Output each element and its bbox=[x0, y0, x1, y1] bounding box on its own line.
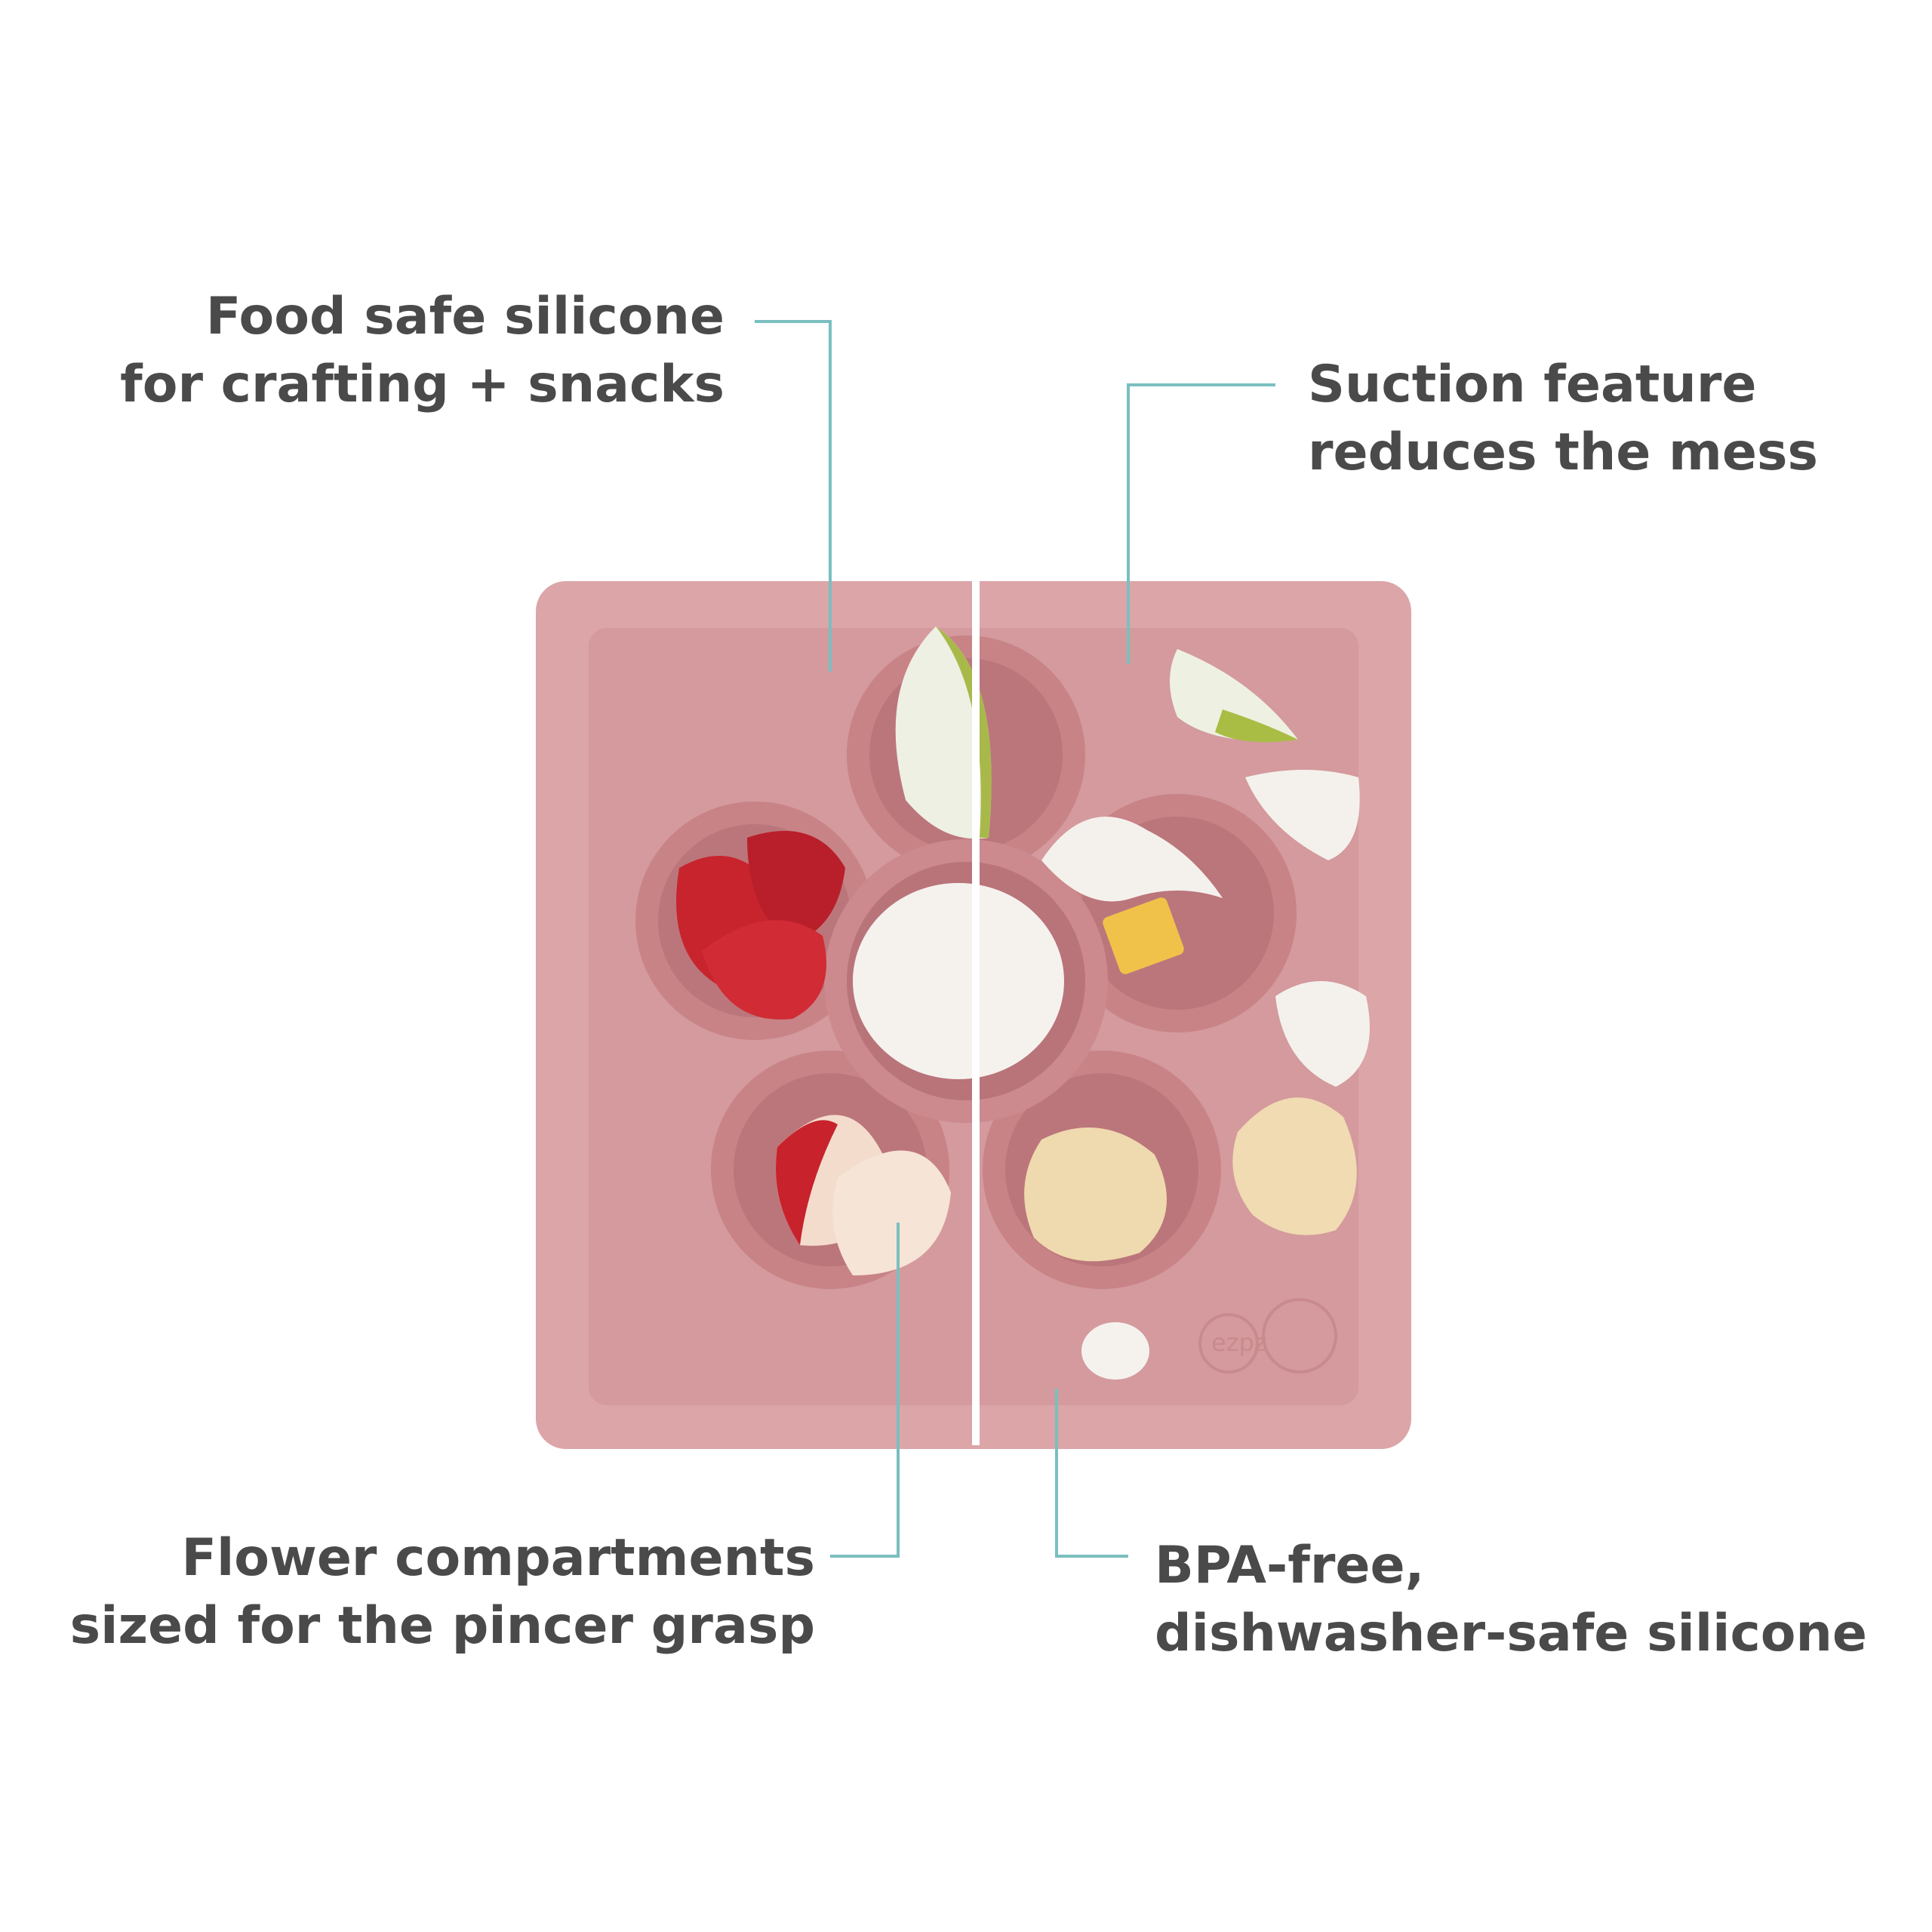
callout-food-safe-line1: Food safe silicone bbox=[205, 287, 724, 346]
callout-food-safe-line2: for crafting + snacks bbox=[120, 355, 724, 414]
leader-lines bbox=[755, 320, 1275, 1558]
logo-text: ezpz bbox=[1211, 1328, 1267, 1357]
callout-bpa-free: BPA-free, dishwasher-safe silicone bbox=[1155, 1532, 1867, 1668]
callout-suction: Suction feature reduces the mess bbox=[1308, 351, 1818, 487]
callout-bpa-line1: BPA-free, bbox=[1155, 1536, 1425, 1595]
callout-flower-compartments: Flower compartments sized for the pincer… bbox=[70, 1524, 815, 1660]
pear-slice-spilled bbox=[1170, 649, 1298, 741]
leader-line-top-right bbox=[1127, 383, 1275, 664]
food-items bbox=[676, 626, 1370, 1380]
callout-food-safe: Food safe silicone for crafting + snacks bbox=[120, 283, 724, 419]
leader-line-bottom-left bbox=[830, 1223, 900, 1558]
banana-pieces bbox=[1024, 1128, 1167, 1262]
yogurt-drop bbox=[1081, 1322, 1149, 1380]
yogurt bbox=[853, 883, 1064, 1079]
callout-flower-line1: Flower compartments bbox=[181, 1528, 815, 1588]
callout-suction-line1: Suction feature bbox=[1308, 355, 1757, 414]
ezpz-logo: ezpz bbox=[1198, 1298, 1337, 1374]
mango-piece bbox=[1103, 897, 1184, 974]
callout-suction-line2: reduces the mess bbox=[1308, 423, 1818, 482]
callout-flower-line2: sized for the pincer grasp bbox=[69, 1596, 815, 1656]
callout-bpa-line2: dishwasher-safe silicone bbox=[1155, 1604, 1868, 1663]
leader-line-bottom-right bbox=[1055, 1389, 1128, 1558]
split-divider bbox=[972, 570, 980, 1445]
leader-line-top-left bbox=[755, 320, 832, 672]
